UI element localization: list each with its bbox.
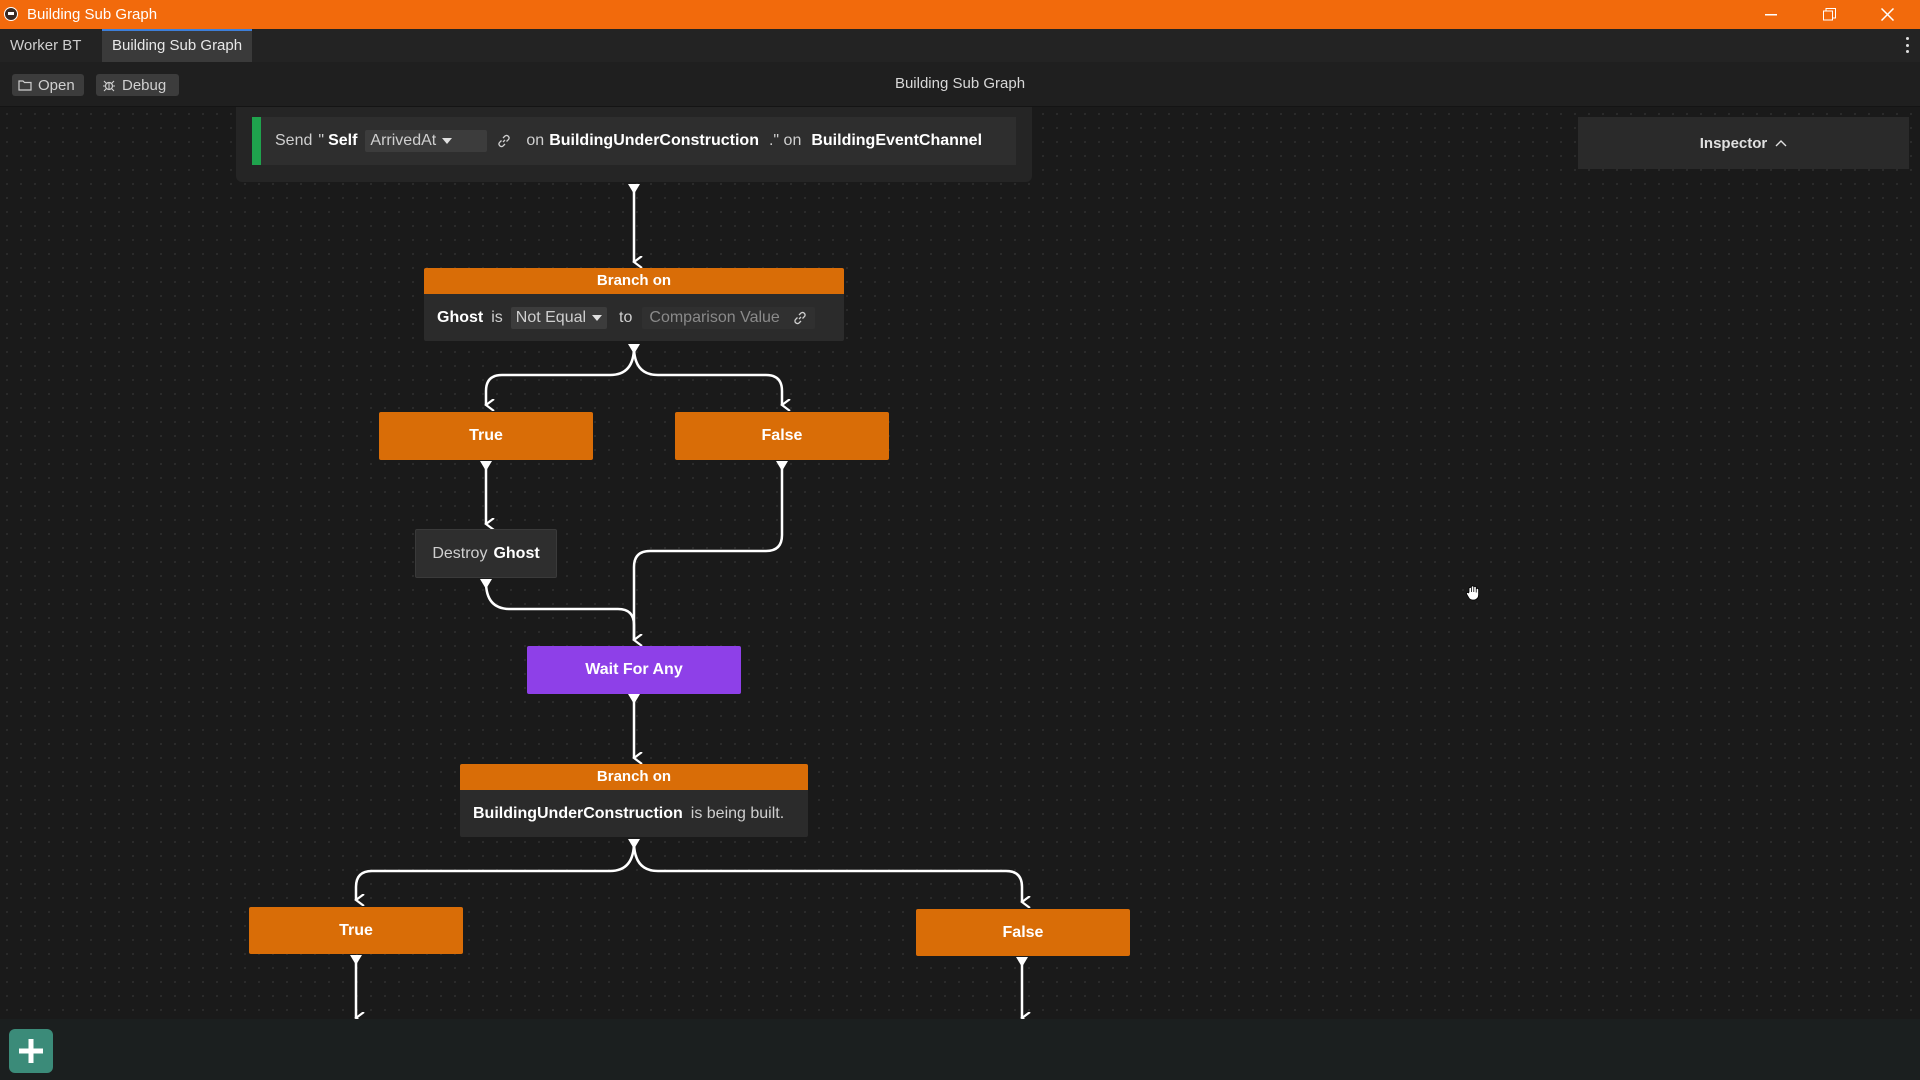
send-event-node[interactable]: Send " Self ArrivedAt on BuildingUnderCo… bbox=[252, 117, 1016, 165]
destroy-verb: Destroy bbox=[432, 544, 488, 562]
node-status-bar bbox=[252, 117, 261, 165]
hand-cursor-icon bbox=[1466, 585, 1479, 601]
debug-label: Debug bbox=[122, 76, 167, 94]
true-node-1[interactable]: True bbox=[379, 412, 593, 460]
close-button[interactable] bbox=[1864, 0, 1910, 29]
comparison-placeholder: Comparison Value bbox=[649, 308, 780, 326]
branch-body: Ghost is Not Equal to Comparison Value bbox=[424, 294, 844, 341]
graph-title: Building Sub Graph bbox=[894, 75, 1026, 92]
open-label: Open bbox=[38, 76, 75, 94]
operator-value: Not Equal bbox=[515, 308, 587, 326]
quote-open: " bbox=[318, 132, 325, 149]
tab-bar: Worker BT Building Sub Graph bbox=[0, 29, 1920, 62]
branch-header: Branch on bbox=[424, 268, 844, 294]
message-value: ArrivedAt bbox=[370, 132, 437, 149]
link-icon[interactable] bbox=[496, 133, 512, 149]
branch-node-ghost[interactable]: Branch on Ghost is Not Equal to Comparis… bbox=[424, 268, 844, 341]
message-dropdown[interactable]: ArrivedAt bbox=[365, 130, 488, 152]
send-self: Self bbox=[328, 132, 358, 149]
destroy-ghost-node[interactable]: Destroy Ghost bbox=[415, 529, 557, 578]
false-node-1[interactable]: False bbox=[675, 412, 889, 460]
title-bar: Building Sub Graph bbox=[0, 0, 1920, 29]
toolbar: Open Debug Building Sub Graph bbox=[0, 62, 1920, 107]
quote-close-on: ." on bbox=[768, 132, 802, 149]
branch-variable: Ghost bbox=[437, 308, 484, 326]
bug-icon bbox=[103, 80, 115, 92]
restore-button[interactable] bbox=[1806, 0, 1852, 29]
graph-canvas[interactable] bbox=[0, 107, 1920, 1019]
folder-icon bbox=[18, 80, 32, 91]
more-options-icon[interactable] bbox=[1906, 37, 1910, 53]
destroy-target: Ghost bbox=[493, 544, 540, 562]
is-word: is bbox=[491, 308, 503, 326]
add-node-button[interactable] bbox=[9, 1029, 53, 1073]
link-icon[interactable] bbox=[792, 310, 808, 326]
wait-for-any-node[interactable]: Wait For Any bbox=[527, 646, 741, 694]
tab-building-sub-graph[interactable]: Building Sub Graph bbox=[102, 29, 253, 62]
inspector-toggle[interactable]: Inspector bbox=[1578, 117, 1909, 169]
send-word: Send bbox=[275, 132, 313, 149]
tab-worker-bt[interactable]: Worker BT bbox=[10, 37, 82, 54]
chevron-down-icon bbox=[592, 314, 603, 321]
chevron-up-icon bbox=[1775, 140, 1787, 147]
send-target: BuildingUnderConstruction bbox=[549, 132, 759, 149]
debug-button[interactable]: Debug bbox=[96, 74, 179, 96]
false-node-2[interactable]: False bbox=[916, 909, 1130, 956]
true-node-2[interactable]: True bbox=[249, 907, 463, 954]
bottom-bar bbox=[0, 1019, 1920, 1080]
to-word: to bbox=[619, 308, 633, 326]
plus-icon bbox=[19, 1039, 43, 1063]
branch-node-building[interactable]: Branch on BuildingUnderConstruction is b… bbox=[460, 764, 808, 837]
chevron-down-icon bbox=[442, 138, 453, 144]
operator-dropdown[interactable]: Not Equal bbox=[510, 306, 608, 329]
on-word: on bbox=[526, 132, 545, 149]
app-icon bbox=[4, 7, 18, 21]
minimize-button[interactable] bbox=[1748, 0, 1794, 29]
branch-condition-text: is being built. bbox=[690, 804, 785, 822]
comparison-value-field[interactable]: Comparison Value bbox=[642, 306, 815, 329]
branch-header: Branch on bbox=[460, 764, 808, 790]
inspector-label: Inspector bbox=[1699, 134, 1768, 152]
branch-body: BuildingUnderConstruction is being built… bbox=[460, 790, 808, 837]
branch-variable: BuildingUnderConstruction bbox=[473, 804, 683, 822]
send-channel: BuildingEventChannel bbox=[811, 132, 983, 149]
window-title: Building Sub Graph bbox=[27, 6, 158, 23]
open-button[interactable]: Open bbox=[12, 74, 84, 96]
